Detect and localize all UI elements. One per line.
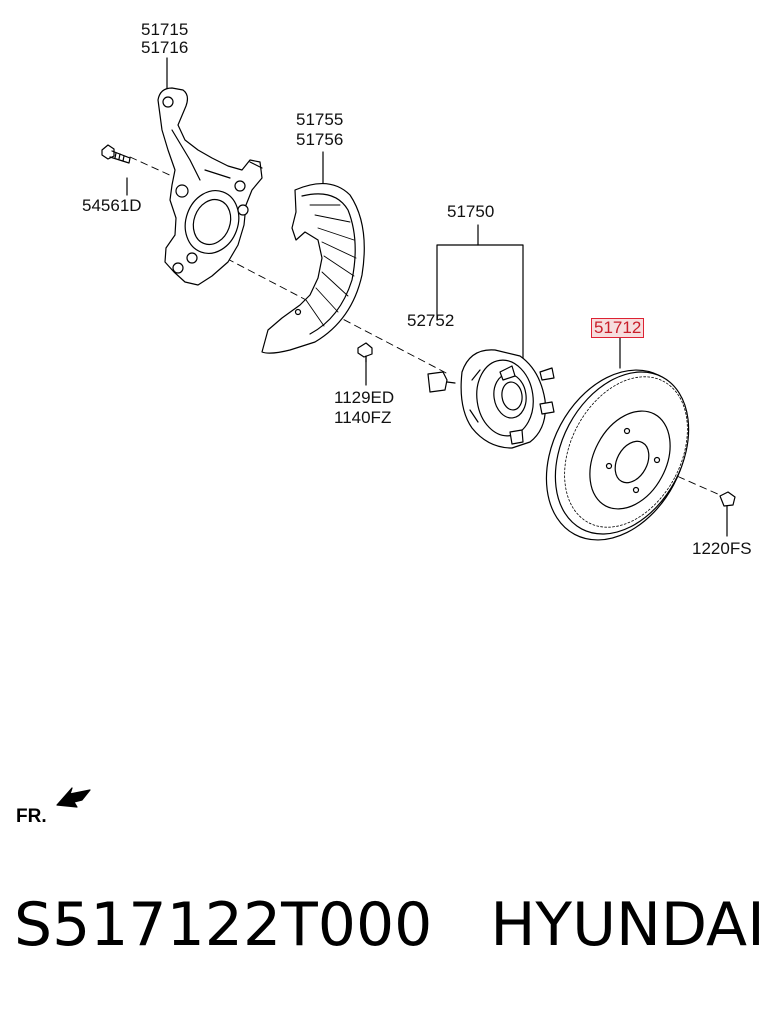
part-number: S517122T000 (14, 890, 433, 960)
dust-shield (261, 183, 365, 354)
bolt-54561d (101, 144, 131, 164)
label-knuckle-b: 51716 (141, 38, 189, 57)
label-hub-group: 51750 (447, 202, 495, 221)
steering-knuckle (157, 87, 263, 286)
screw-1129ed (357, 342, 373, 363)
label-stud: 52752 (407, 311, 455, 330)
brand-name: HYUNDAI (490, 890, 765, 960)
label-shield-b: 51756 (296, 130, 344, 149)
hub-bearing (427, 349, 555, 449)
direction-label: FR. (16, 806, 47, 827)
label-screw-b: 1140FZ (334, 408, 392, 427)
label-knuckle-a: 51715 (141, 20, 189, 39)
brake-disc (545, 369, 690, 541)
screw-1220fs (719, 491, 736, 507)
label-shield-a: 51755 (296, 110, 344, 129)
label-bolt: 54561D (82, 196, 142, 215)
front-direction-arrow-icon (56, 787, 91, 808)
label-disc-highlighted[interactable]: 51712 (591, 318, 645, 338)
footer-caption: S517122T000 HYUNDAI (14, 890, 774, 990)
label-disc-screw: 1220FS (692, 539, 752, 558)
label-screw-a: 1129ED (334, 388, 395, 407)
